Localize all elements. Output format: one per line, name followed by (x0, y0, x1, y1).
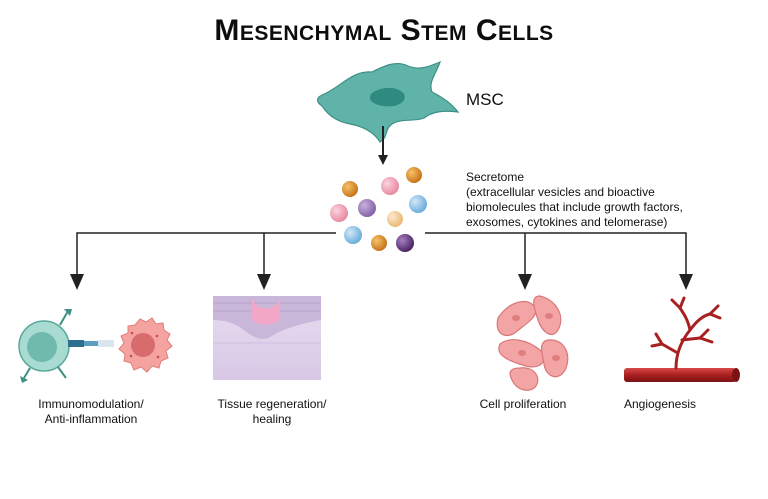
msc-cell-icon (316, 60, 460, 143)
secretome-description: Secretome (extracellular vesicles and bi… (466, 170, 766, 230)
secretome-vesicles-icon (330, 167, 427, 252)
branch-connectors (76, 232, 687, 282)
arrow-to-cell-proliferation (518, 274, 532, 290)
secretome-line: (extracellular vesicles and bioactive (466, 185, 655, 199)
outcome-immunomodulation: Immunomodulation/ Anti-inflammation (16, 397, 166, 427)
blood-vessel-icon (624, 296, 740, 382)
diagram-title: Mesenchymal Stem Cells (214, 14, 554, 47)
inflammatory-cell-icon (118, 317, 173, 373)
proliferating-cells-icon (496, 295, 569, 391)
msc-nucleus-icon (369, 87, 405, 107)
outcome-label-line: healing (252, 412, 292, 426)
outcome-label-line: Angiogenesis (623, 397, 697, 411)
secretome-line: exosomes, cytokines and telomerase) (466, 215, 668, 229)
arrow-to-angiogenesis (679, 274, 693, 290)
outcome-angiogenesis: Angiogenesis (610, 397, 710, 412)
tissue-illustration-icon (213, 296, 321, 380)
outcome-label-line: Anti-inflammation (44, 412, 138, 426)
outcome-label-line: Tissue regeneration/ (217, 397, 327, 411)
outcome-tissue-regeneration: Tissue regeneration/ healing (192, 397, 352, 427)
immune-cell-icon (18, 309, 114, 383)
secretome-heading: Secretome (466, 170, 525, 184)
outcome-label-line: Immunomodulation/ (38, 397, 144, 411)
msc-label: MSC (466, 90, 504, 109)
arrow-to-immunomodulation (70, 274, 84, 290)
outcome-label-line: Cell proliferation (479, 397, 567, 411)
outcome-cell-proliferation: Cell proliferation (458, 397, 588, 412)
secretome-line: biomolecules that include growth factors… (466, 200, 683, 214)
arrow-to-tissue-regeneration (257, 274, 271, 290)
